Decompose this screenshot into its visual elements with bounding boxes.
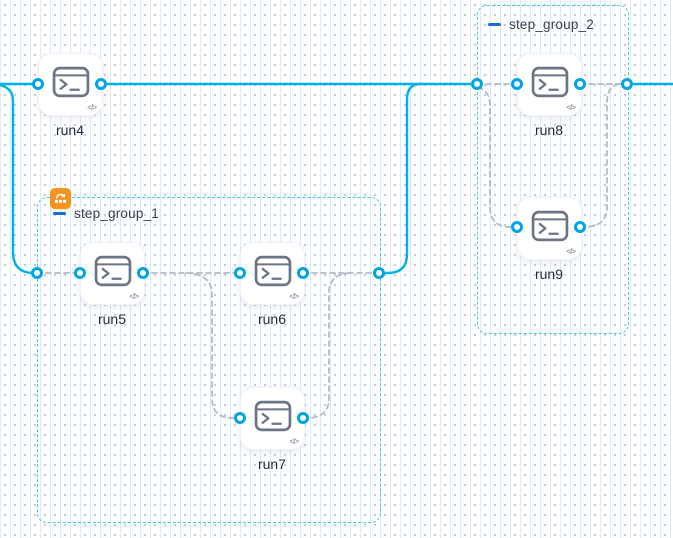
edge-run7-to-group1out[interactable]	[302, 272, 351, 419]
node-run9[interactable]: </>	[517, 197, 582, 260]
port-run6-out[interactable]	[297, 267, 309, 279]
group-label: step_group_1	[74, 206, 159, 221]
node-label-run5: run5	[97, 311, 127, 327]
node-run5[interactable]: </>	[80, 242, 145, 305]
code-icon: </>	[566, 103, 576, 112]
group-step-group-1[interactable]: step_group_1	[37, 188, 381, 523]
node-run7[interactable]: </>	[240, 387, 305, 450]
node-label-run6: run6	[257, 311, 287, 327]
collapse-minus-icon[interactable]	[53, 212, 66, 215]
port-run8-out[interactable]	[574, 78, 586, 90]
port-run9-in[interactable]	[511, 221, 523, 233]
group-label: step_group_2	[509, 17, 594, 32]
terminal-icon	[254, 400, 291, 432]
port-run7-out[interactable]	[297, 412, 309, 424]
edge-start-to-step-group-1[interactable]	[0, 83, 39, 275]
port-run4-out[interactable]	[95, 78, 107, 90]
port-run5-out[interactable]	[137, 267, 149, 279]
port-step-group-2-out[interactable]	[621, 78, 633, 90]
code-icon: </>	[129, 292, 139, 301]
collapse-minus-icon[interactable]	[488, 23, 501, 26]
port-step-group-1-in[interactable]	[31, 267, 43, 279]
port-run4-in[interactable]	[32, 78, 44, 90]
edge-run9-to-group2out[interactable]	[579, 83, 628, 228]
terminal-icon	[94, 255, 131, 287]
terminal-icon	[531, 210, 568, 242]
port-run8-in[interactable]	[511, 78, 523, 90]
code-icon: </>	[87, 103, 97, 112]
terminal-icon	[52, 66, 89, 98]
node-run6[interactable]: </>	[240, 242, 305, 305]
edge-step-group-1-to-main[interactable]	[377, 82, 422, 275]
node-label-run4: run4	[55, 122, 85, 138]
code-icon: </>	[289, 437, 299, 446]
group-step-group-2[interactable]: step_group_2	[477, 5, 629, 334]
port-step-group-1-out[interactable]	[373, 267, 385, 279]
code-icon: </>	[566, 247, 576, 256]
retry-toolbox-icon[interactable]	[50, 188, 71, 209]
terminal-icon	[531, 66, 568, 98]
node-run8[interactable]: </>	[517, 53, 582, 116]
edge-group2in-to-run9[interactable]	[477, 86, 518, 228]
retry-toolbox-glyph	[54, 193, 67, 203]
port-run7-in[interactable]	[234, 412, 246, 424]
port-run6-in[interactable]	[234, 267, 246, 279]
code-icon: </>	[289, 292, 299, 301]
port-step-group-2-in[interactable]	[471, 78, 483, 90]
node-label-run9: run9	[534, 266, 564, 282]
port-run5-in[interactable]	[74, 267, 86, 279]
port-run9-out[interactable]	[574, 221, 586, 233]
terminal-icon	[254, 255, 291, 287]
edge-run5-to-run7[interactable]	[185, 272, 241, 419]
node-label-run7: run7	[257, 456, 287, 472]
node-run4[interactable]: </>	[38, 53, 103, 116]
node-label-run8: run8	[534, 122, 564, 138]
